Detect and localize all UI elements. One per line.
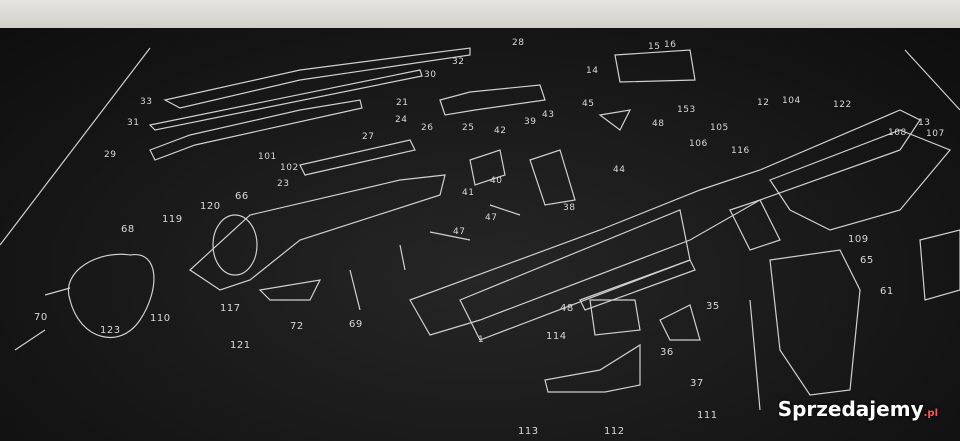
part-label: 36	[660, 347, 674, 358]
part-label: 65	[860, 255, 874, 266]
border-line-left	[0, 47, 151, 246]
cleaning-mat	[0, 28, 960, 441]
part-label: 117	[220, 303, 241, 314]
part-label: 44	[613, 165, 626, 175]
handguard-upper-part	[439, 84, 546, 116]
part-label: 66	[235, 191, 249, 202]
part-label: 112	[604, 426, 625, 437]
part-label: 119	[162, 214, 183, 225]
magazine-catch-part	[579, 259, 696, 311]
part-label: 107	[926, 129, 945, 139]
part-label: 33	[140, 97, 153, 107]
part-label: 24	[395, 115, 408, 125]
part-label: 45	[582, 99, 595, 109]
part-label: 61	[880, 286, 894, 297]
rear-sight-part	[614, 49, 696, 83]
part-label: 68	[121, 224, 135, 235]
sling-swivel-part	[258, 279, 322, 301]
piston-part	[299, 139, 416, 176]
part-label: 41	[462, 188, 475, 198]
part-label: 48	[652, 119, 665, 129]
selector-parts	[589, 299, 701, 341]
part-label: 102	[280, 163, 299, 173]
part-label: 69	[349, 319, 363, 330]
part-label: 116	[731, 146, 750, 156]
part-label: 105	[710, 123, 729, 133]
part-label: 42	[494, 126, 507, 136]
part-label: 122	[833, 100, 852, 110]
part-label: 32	[452, 57, 465, 67]
front-sight-part	[729, 199, 781, 251]
trigger-guard-part	[544, 343, 641, 393]
butt-cap-part	[67, 253, 155, 338]
part-label: 110	[150, 313, 171, 324]
part-label: 29	[104, 150, 117, 160]
part-label: 72	[290, 321, 304, 332]
part-label: 121	[230, 340, 251, 351]
part-label: 123	[100, 325, 121, 336]
part-label: 35	[706, 301, 720, 312]
part-label: 14	[586, 66, 599, 76]
buttplate-part	[212, 214, 258, 276]
part-label: 26	[421, 123, 434, 133]
stock-part	[189, 174, 446, 291]
background-wall	[0, 0, 960, 32]
receiver-body-part	[459, 209, 691, 341]
trigger-group-parts	[469, 109, 632, 206]
magazine-part	[919, 229, 960, 301]
part-label: 40	[490, 176, 503, 186]
handguard-lower-part	[769, 129, 951, 231]
part-label: 48	[560, 303, 574, 314]
part-label: 13	[918, 118, 931, 128]
part-label: 15	[648, 42, 661, 52]
part-label: 47	[485, 213, 498, 223]
part-label: 101	[258, 152, 277, 162]
part-label: 109	[848, 234, 869, 245]
part-label: 12	[757, 98, 770, 108]
part-label: 28	[512, 38, 525, 48]
recoil-spring-part	[148, 69, 423, 131]
part-label: 23	[277, 179, 290, 189]
part-label: 21	[396, 98, 409, 108]
part-label: 106	[689, 139, 708, 149]
part-label: 37	[690, 378, 704, 389]
part-label: 113	[518, 426, 539, 437]
part-label: 111	[697, 410, 718, 421]
part-label: 31	[127, 118, 140, 128]
watermark-tld: .pl	[923, 408, 938, 419]
part-label: 70	[34, 312, 48, 323]
pistol-grip-part	[769, 249, 861, 396]
bolt-carrier-part	[149, 99, 363, 161]
part-label: 104	[782, 96, 801, 106]
part-label: 47	[453, 227, 466, 237]
part-label: 30	[424, 70, 437, 80]
part-label: 108	[888, 128, 907, 138]
part-label: 153	[677, 105, 696, 115]
part-label: 27	[362, 132, 375, 142]
watermark-name: Sprzedajemy	[777, 397, 924, 421]
border-line-right	[904, 49, 960, 111]
part-label: 16	[664, 40, 677, 50]
watermark: Sprzedajemy.pl	[778, 397, 938, 421]
part-label: 25	[462, 123, 475, 133]
cleaning-rod-part	[749, 299, 761, 411]
part-label: 38	[563, 203, 576, 213]
part-label: 114	[546, 331, 567, 342]
part-label: 39	[524, 117, 537, 127]
pin-parts	[14, 204, 521, 351]
gas-tube-part	[163, 47, 471, 109]
part-label: 1	[478, 335, 485, 345]
part-label: 43	[542, 110, 555, 120]
part-label: 120	[200, 201, 221, 212]
